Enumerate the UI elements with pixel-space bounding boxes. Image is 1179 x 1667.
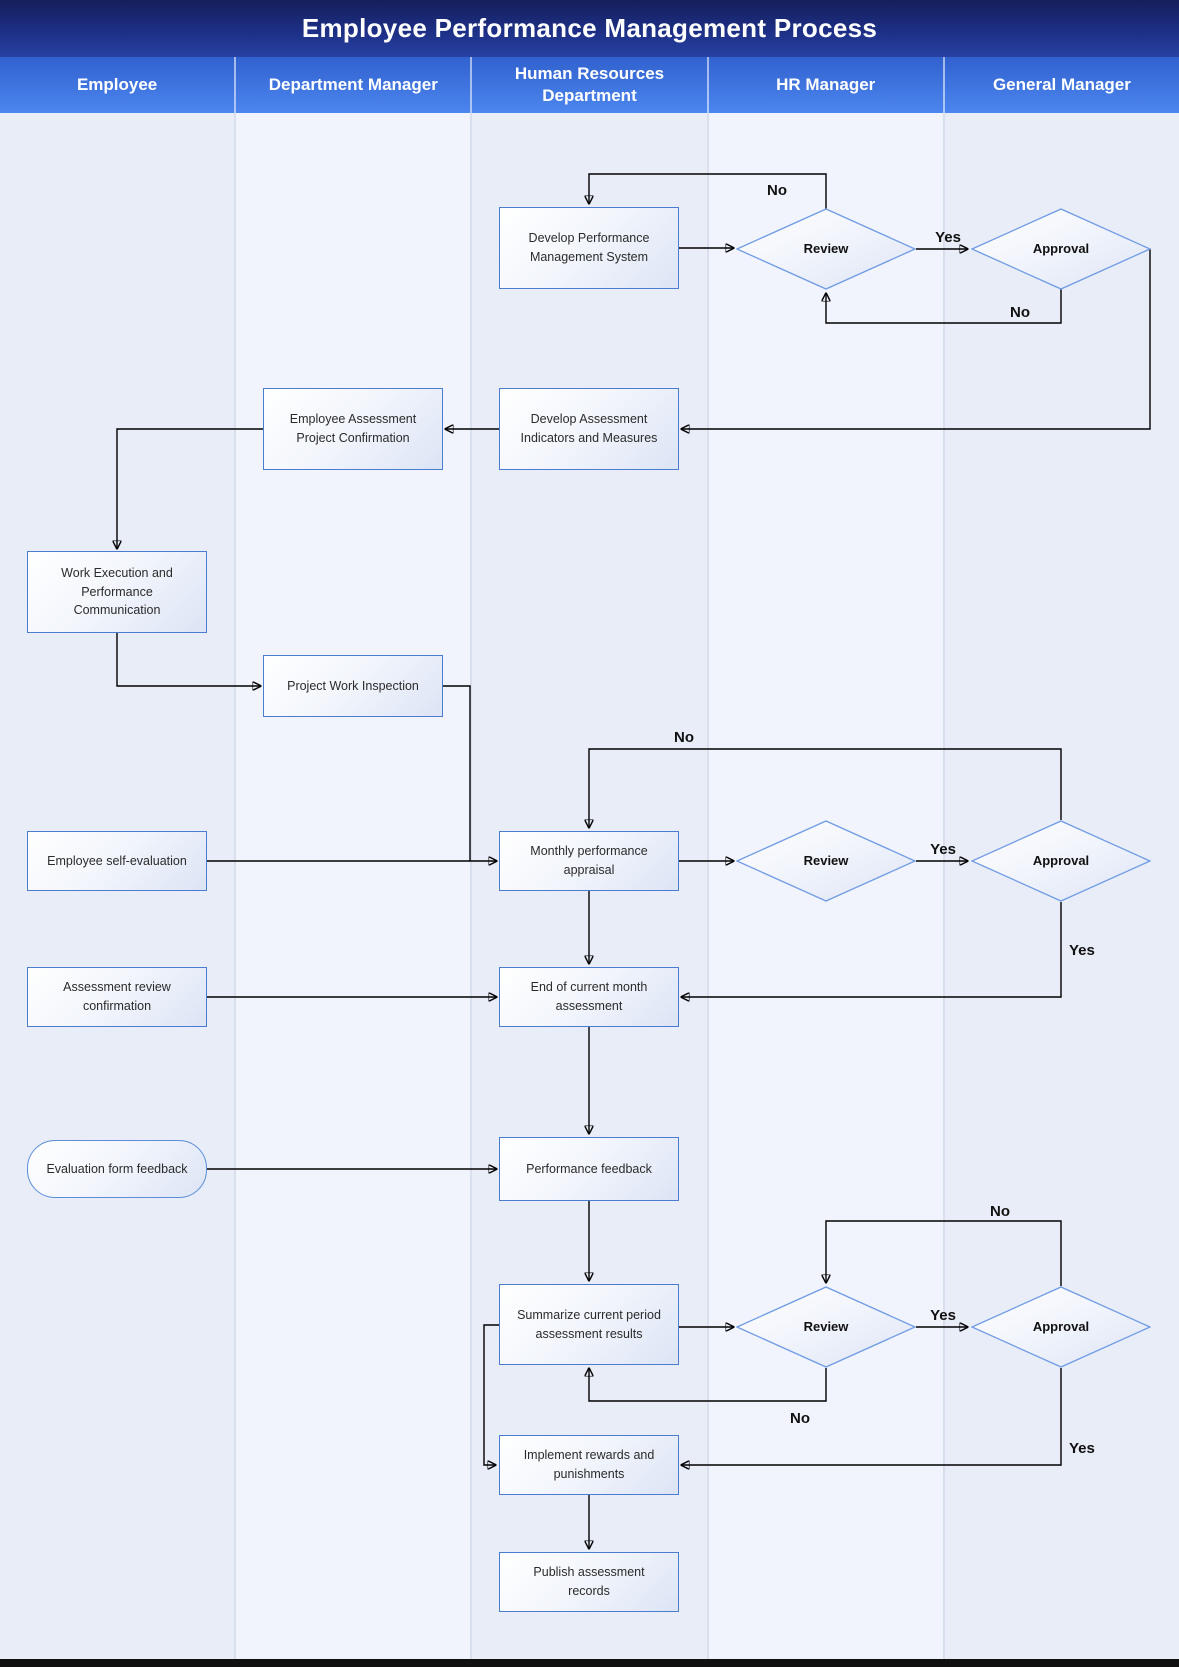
title-bar: Employee Performance Management Process [0,0,1179,57]
node-project-confirmation: Employee Assessment Project Confirmation [263,388,443,470]
node-summarize-results: Summarize current period assessment resu… [499,1284,679,1365]
node-label: Project Work Inspection [287,678,419,693]
node-label: Evaluation form feedback [46,1161,188,1176]
diamond-shape [971,1286,1151,1368]
lane-department-manager [236,113,473,1659]
node-label: Performance feedback [526,1161,652,1176]
node-implement-rewards: Implement rewards and punishments [499,1435,679,1495]
node-label: Approval [1032,853,1090,869]
node-approval-1: Approval [971,208,1151,290]
node-approval-3: Approval [971,1286,1151,1368]
lane-header-hr-department: Human Resources Department [472,57,709,113]
node-label: Approval [1032,1319,1090,1335]
lane-header-general-manager: General Manager [992,74,1131,94]
node-performance-feedback: Performance feedback [499,1137,679,1201]
node-label: Implement rewards and punishments [523,1448,655,1481]
node-label: End of current month assessment [530,980,648,1013]
node-approval-2: Approval [971,820,1151,902]
node-review-3: Review [736,1286,916,1368]
node-evaluation-form-feedback: Evaluation form feedback [27,1140,207,1198]
node-label: Approval [1032,241,1090,257]
node-label: Publish assessment records [533,1565,645,1598]
node-label: Develop Performance Management System [528,231,650,264]
node-label: Summarize current period assessment resu… [517,1307,661,1341]
node-review-2: Review [736,820,916,902]
diamond-shape [971,208,1151,290]
lane-header-department-manager: Department Manager [236,57,473,113]
bottom-edge-bar [0,1659,1179,1667]
node-label: Employee Assessment Project Confirmation [289,412,417,445]
node-project-inspection: Project Work Inspection [263,655,443,717]
diamond-shape [971,820,1151,902]
node-develop-indicators: Develop Assessment Indicators and Measur… [499,388,679,470]
node-review-1: Review [736,208,916,290]
swimlane-headers: Employee Department Manager Human Resour… [0,57,1179,113]
diamond-shape [736,820,916,902]
node-label: Review [803,853,849,869]
node-label: Assessment review confirmation [63,980,171,1013]
node-end-month-assessment: End of current month assessment [499,967,679,1027]
diamond-shape [736,1286,916,1368]
node-develop-system: Develop Performance Management System [499,207,679,289]
node-publish-records: Publish assessment records [499,1552,679,1612]
node-self-evaluation: Employee self-evaluation [27,831,207,891]
node-work-execution: Work Execution and Performance Communica… [27,551,207,633]
node-label: Work Execution and Performance Communica… [61,565,173,618]
page-title: Employee Performance Management Process [301,13,878,43]
node-review-confirmation: Assessment review confirmation [27,967,207,1027]
node-label: Develop Assessment Indicators and Measur… [520,412,658,445]
lane-header-employee: Employee [0,57,237,113]
diamond-shape [736,208,916,290]
node-label: Review [803,241,849,257]
node-label: Monthly performance appraisal [530,844,648,877]
lane-header-hr-manager: HR Manager [709,57,945,113]
node-label: Review [803,1319,849,1335]
node-label: Employee self-evaluation [47,853,187,868]
node-monthly-appraisal: Monthly performance appraisal [499,831,679,891]
